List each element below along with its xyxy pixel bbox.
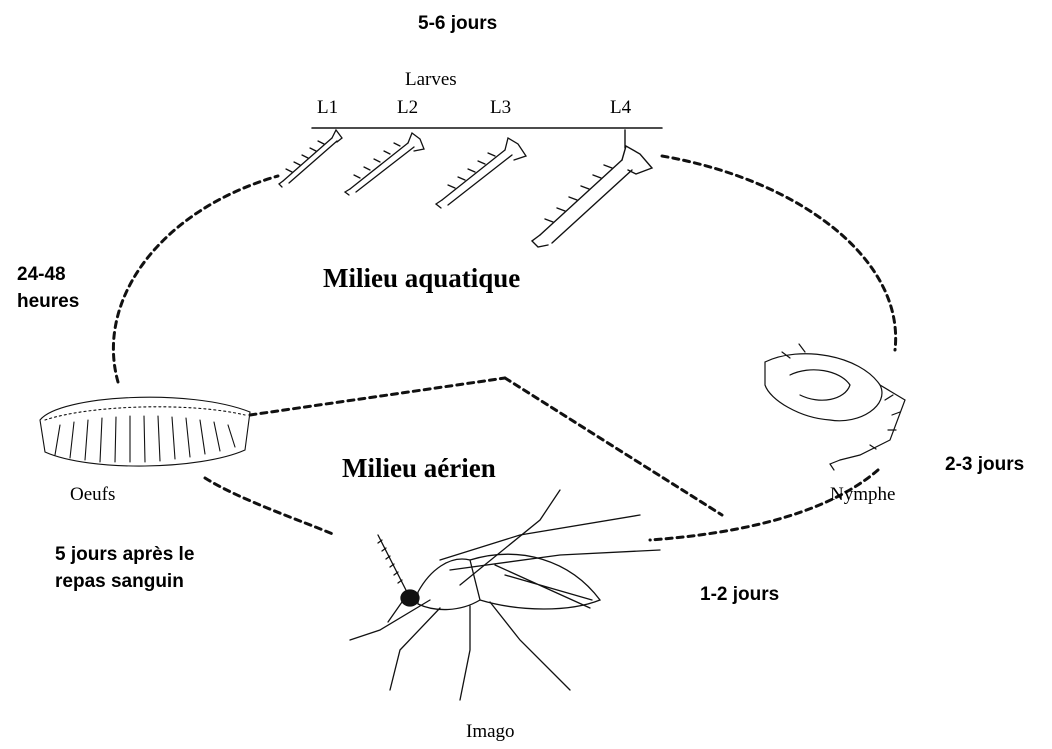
path-boundary-right [505,378,722,515]
larvae-title: Larves [405,70,457,89]
aerial-habitat-label: Milieu aérien [342,455,496,482]
egg-raft-icon [40,397,250,466]
pupa-icon [765,344,905,470]
egg-hatch-duration-line1: 24-48 [17,265,66,284]
path-boundary-left [250,378,505,415]
mosquito-icon [350,490,660,700]
larva-icon [345,133,424,195]
oviposition-duration-line2: repas sanguin [55,572,184,591]
path-eggs-to-larvae [113,176,278,382]
pupa-duration-label: 2-3 jours [945,455,1024,474]
instar-l3-label: L3 [490,98,511,117]
larva-icon [279,130,342,187]
instar-l2-label: L2 [397,98,418,117]
instar-l1-label: L1 [317,98,338,117]
larva-icon [532,130,652,247]
aquatic-habitat-label: Milieu aquatique [323,265,520,292]
pupa-label: Nymphe [830,485,895,504]
path-eggs-to-adult [205,478,335,535]
adult-label: Imago [466,722,515,741]
path-larvae-to-pupa [662,156,896,350]
larval-duration-label: 5-6 jours [418,14,497,33]
egg-hatch-duration-line2: heures [17,292,79,311]
instar-l4-label: L4 [610,98,631,117]
eggs-label: Oeufs [70,485,115,504]
path-pupa-to-adult [650,470,878,540]
larva-icon [436,138,526,208]
oviposition-duration-line1: 5 jours après le [55,545,194,564]
emergence-duration-label: 1-2 jours [700,585,779,604]
